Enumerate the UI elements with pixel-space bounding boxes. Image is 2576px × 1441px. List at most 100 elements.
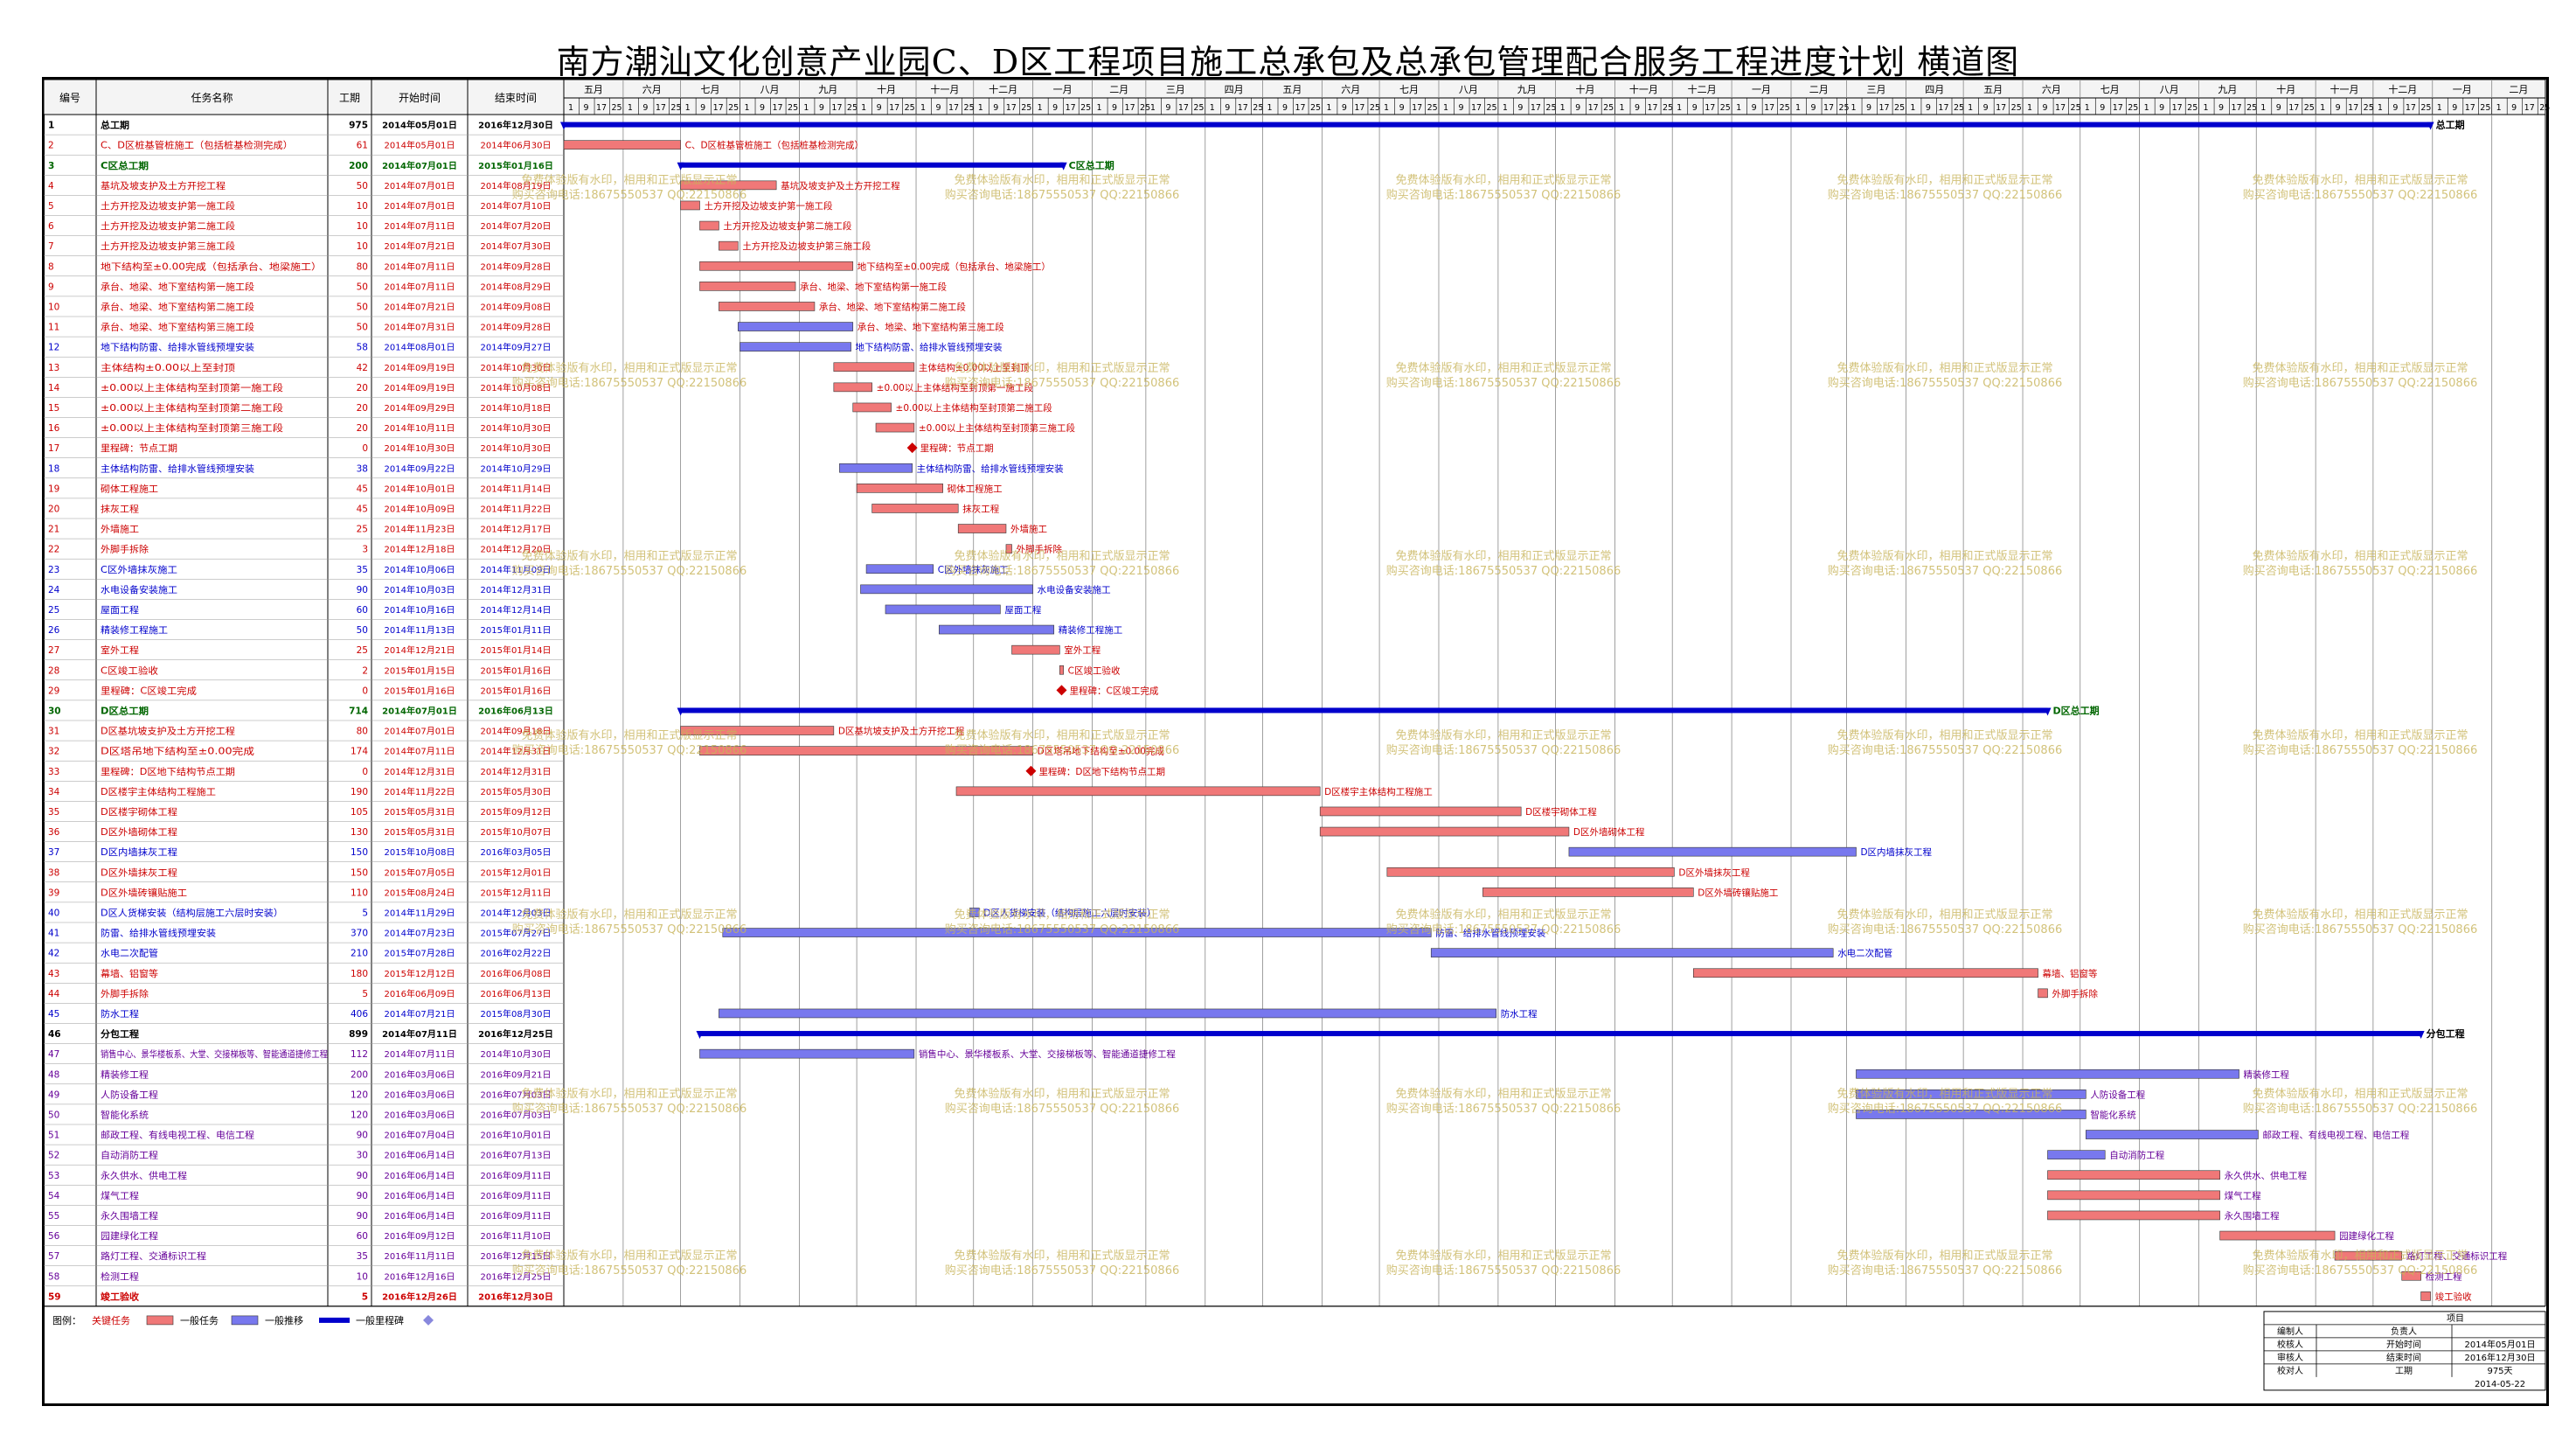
task-bar <box>699 746 1033 755</box>
info-value: 2014年05月01日 <box>2465 1339 2536 1350</box>
day-label: 17 <box>1412 103 1422 113</box>
task-id: 3 <box>48 161 54 171</box>
month-label: 五月 <box>1983 84 2003 95</box>
day-label: 25 <box>1954 103 1964 113</box>
task-duration: 10 <box>357 1271 368 1282</box>
task-id: 40 <box>48 908 59 918</box>
bar-label: 精装修工程 <box>2244 1069 2290 1080</box>
day-label: 1 <box>861 103 866 113</box>
day-label: 25 <box>2187 103 2198 113</box>
legend-normal-float: 一般推移 <box>265 1314 303 1326</box>
watermark-line2: 购买咨询电话:18675550537 QQ:22150866 <box>2243 376 2478 390</box>
day-label: 17 <box>1588 103 1599 113</box>
day-label: 9 <box>1165 103 1170 113</box>
watermark-line2: 购买咨询电话:18675550537 QQ:22150866 <box>945 564 1180 578</box>
month-label: 八月 <box>760 84 779 95</box>
day-label: 1 <box>1560 103 1566 113</box>
month-label: 一月 <box>2453 84 2472 95</box>
watermark-line1: 免费体验版有水印，相用和正式版显示正常 <box>1395 361 1611 375</box>
info-label: 校对人 <box>2277 1365 2303 1376</box>
summary-end-marker <box>2044 707 2052 716</box>
task-duration: 10 <box>357 221 368 232</box>
day-label: 1 <box>1503 103 1508 113</box>
day-label: 9 <box>1517 103 1523 113</box>
task-duration: 10 <box>357 241 368 252</box>
day-label: 17 <box>2524 103 2535 113</box>
day-label: 9 <box>1399 103 1405 113</box>
bar-label: 承台、地梁、地下室结构第一施工段 <box>800 281 947 292</box>
task-id: 53 <box>48 1171 59 1181</box>
legend-milestone-marker <box>423 1314 434 1326</box>
task-duration: 150 <box>351 847 368 858</box>
day-label: 25 <box>2480 103 2490 113</box>
task-start: 2015年12月12日 <box>385 968 455 979</box>
day-label: 25 <box>1487 103 1497 113</box>
task-bar <box>1482 888 1694 897</box>
task-name: 分包工程 <box>101 1028 140 1040</box>
day-label: 17 <box>889 103 899 113</box>
task-end: 2014年09月28日 <box>481 261 552 272</box>
day-label: 17 <box>1938 103 1948 113</box>
page-title: 南方潮汕文化创意产业园C、D区工程项目施工总承包及总承包管理配合服务工程进度计划… <box>556 43 2020 81</box>
header-background <box>43 79 2546 115</box>
task-name: 承台、地梁、地下室结构第三施工段 <box>101 322 255 333</box>
task-end: 2015年01月11日 <box>481 624 552 636</box>
task-name: C区外墙抹灰施工 <box>101 564 177 575</box>
day-label: 9 <box>2511 103 2517 113</box>
task-bar <box>871 504 959 513</box>
task-duration: 0 <box>362 443 368 454</box>
task-bar <box>2047 1190 2220 1201</box>
bar-label: 总工期 <box>2436 119 2465 131</box>
bar-label: ±0.00以上主体结构至封顶第三施工段 <box>919 422 1076 434</box>
task-end: 2014年12月17日 <box>481 524 552 535</box>
day-label: 17 <box>1823 103 1834 113</box>
task-bar <box>957 524 1007 533</box>
watermark-line1: 免费体验版有水印，相用和正式版显示正常 <box>2252 1249 2468 1263</box>
task-start: 2014年11月22日 <box>385 786 455 797</box>
task-end: 2014年12月31日 <box>481 584 552 595</box>
task-id: 59 <box>48 1291 61 1302</box>
task-end: 2016年02月22日 <box>481 948 552 959</box>
watermark-line1: 免费体验版有水印，相用和正式版显示正常 <box>954 1087 1170 1101</box>
info-value: 2016年12月30日 <box>2465 1352 2536 1363</box>
day-label: 1 <box>1150 103 1156 113</box>
task-bar <box>856 484 943 493</box>
watermark-line1: 免费体验版有水印，相用和正式版显示正常 <box>954 173 1170 187</box>
task-name: ±0.00以上主体结构至封顶第二施工段 <box>101 402 284 414</box>
task-name: 精装修工程施工 <box>101 624 168 636</box>
month-label: 六月 <box>2042 84 2061 95</box>
task-id: 11 <box>48 323 59 333</box>
watermark-line1: 免费体验版有水印，相用和正式版显示正常 <box>521 173 737 187</box>
info-key: 工期 <box>2395 1366 2413 1376</box>
column-header: 开始时间 <box>399 92 441 104</box>
task-name: 防雷、给排水管线预埋安装 <box>101 928 217 939</box>
task-duration: 130 <box>351 827 368 838</box>
task-end: 2015年09月12日 <box>481 806 552 818</box>
task-bar <box>1386 867 1675 877</box>
month-label: 三月 <box>1866 84 1885 95</box>
watermark-line1: 免费体验版有水印，相用和正式版显示正常 <box>2252 361 2468 375</box>
summary-bar <box>680 707 2048 714</box>
day-label: 1 <box>1736 103 1741 113</box>
task-bar <box>2334 1250 2403 1261</box>
task-id: 42 <box>48 949 59 959</box>
task-end: 2014年08月19日 <box>481 180 552 191</box>
task-duration: 42 <box>357 363 368 373</box>
task-bar <box>885 604 1001 615</box>
task-end: 2016年11月10日 <box>481 1230 552 1242</box>
bar-label: 土方开挖及边坡支护第二施工段 <box>723 220 851 232</box>
day-label: 9 <box>2100 103 2105 113</box>
day-label: 9 <box>2452 103 2457 113</box>
task-name: D区外墙抹灰工程 <box>101 867 178 878</box>
task-start: 2014年12月31日 <box>385 766 455 777</box>
month-label: 五月 <box>584 84 603 95</box>
watermark-line1: 免费体验版有水印，相用和正式版显示正常 <box>521 549 737 563</box>
day-label: 9 <box>936 103 941 113</box>
task-duration: 35 <box>357 1251 368 1262</box>
task-name: 永久围墙工程 <box>101 1210 159 1222</box>
summary-bar <box>680 162 1064 168</box>
summary-end-marker <box>2417 1031 2425 1040</box>
task-end: 2014年11月22日 <box>481 503 552 514</box>
task-start: 2015年01月15日 <box>385 665 455 676</box>
task-name: 抹灰工程 <box>101 503 140 514</box>
